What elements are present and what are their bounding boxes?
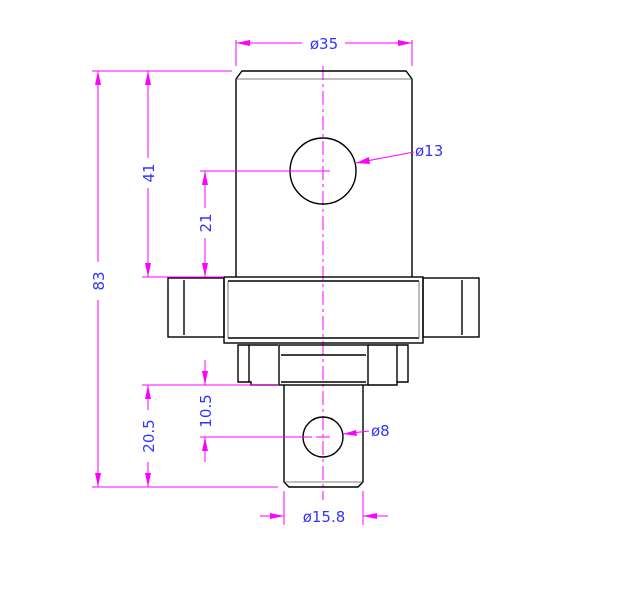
dim-text: ø35 — [310, 35, 338, 53]
hex-nut — [167, 276, 480, 344]
dim-text: ø13 — [415, 142, 443, 160]
upper-body — [235, 70, 413, 277]
dim-text: 83 — [90, 271, 108, 290]
dim-text: ø15.8 — [303, 508, 346, 526]
dim-upper-hole-diameter: ø13 — [355, 142, 443, 164]
dim-body-height: 41 — [140, 71, 158, 277]
dim-top-diameter: ø35 — [235, 35, 413, 66]
dim-total-height: 83 — [90, 71, 108, 487]
dim-text: 20.5 — [140, 419, 158, 452]
dim-shaft-length: 20.5 — [140, 385, 158, 487]
dim-lower-hole-diameter: ø8 — [342, 422, 390, 440]
dim-lower-hole-offset: 10.5 — [197, 360, 215, 462]
dim-shaft-diameter: ø15.8 — [260, 491, 388, 526]
lower-nut — [237, 344, 409, 386]
dim-text: 41 — [140, 163, 158, 182]
dim-text: ø8 — [371, 422, 390, 440]
dim-text: 10.5 — [197, 394, 215, 427]
dim-upper-hole-offset: 21 — [197, 171, 215, 277]
dim-text: 21 — [197, 213, 215, 232]
